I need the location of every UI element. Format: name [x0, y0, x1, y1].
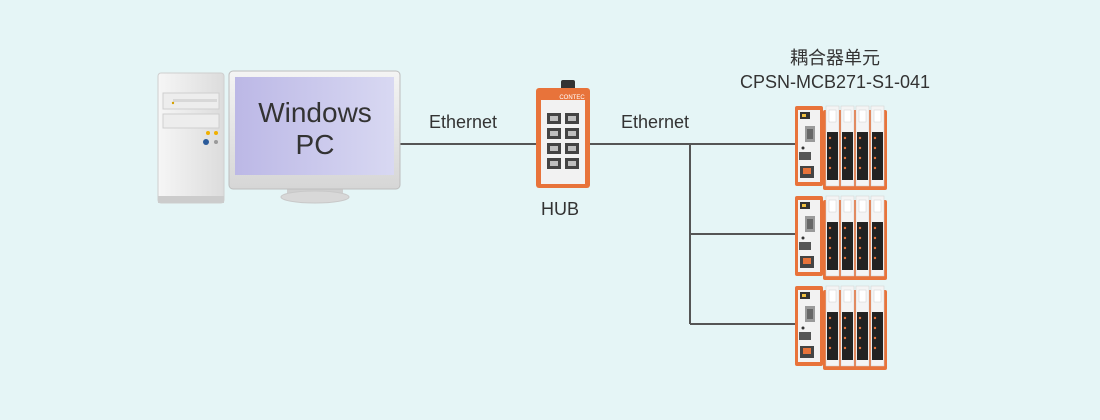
ethernet-lines: [398, 143, 795, 325]
coupler-unit-2-icon: [794, 195, 888, 281]
hub-icon: CONTEC: [536, 80, 590, 188]
coupler-unit-1-icon: [794, 105, 888, 191]
coupler-unit-3-icon: [794, 285, 888, 371]
coupler-title-line2: CPSN-MCB271-S1-041: [739, 72, 931, 92]
monitor-icon: [228, 70, 401, 204]
ethernet-label-right: Ethernet: [621, 112, 690, 132]
pc-label-line1: Windows: [258, 97, 372, 128]
pc-screen-label: Windows PC: [235, 97, 395, 161]
coupler-title: 耦合器单元 CPSN-MCB271-S1-041: [700, 46, 970, 94]
pc-tower-icon: [157, 72, 225, 204]
pc-label-line2: PC: [295, 129, 335, 160]
hub-label: HUB: [541, 199, 580, 219]
coupler-title-line1: 耦合器单元: [790, 48, 880, 68]
ethernet-label-left: Ethernet: [429, 112, 498, 132]
hub-brand-text: CONTEC: [559, 95, 585, 101]
